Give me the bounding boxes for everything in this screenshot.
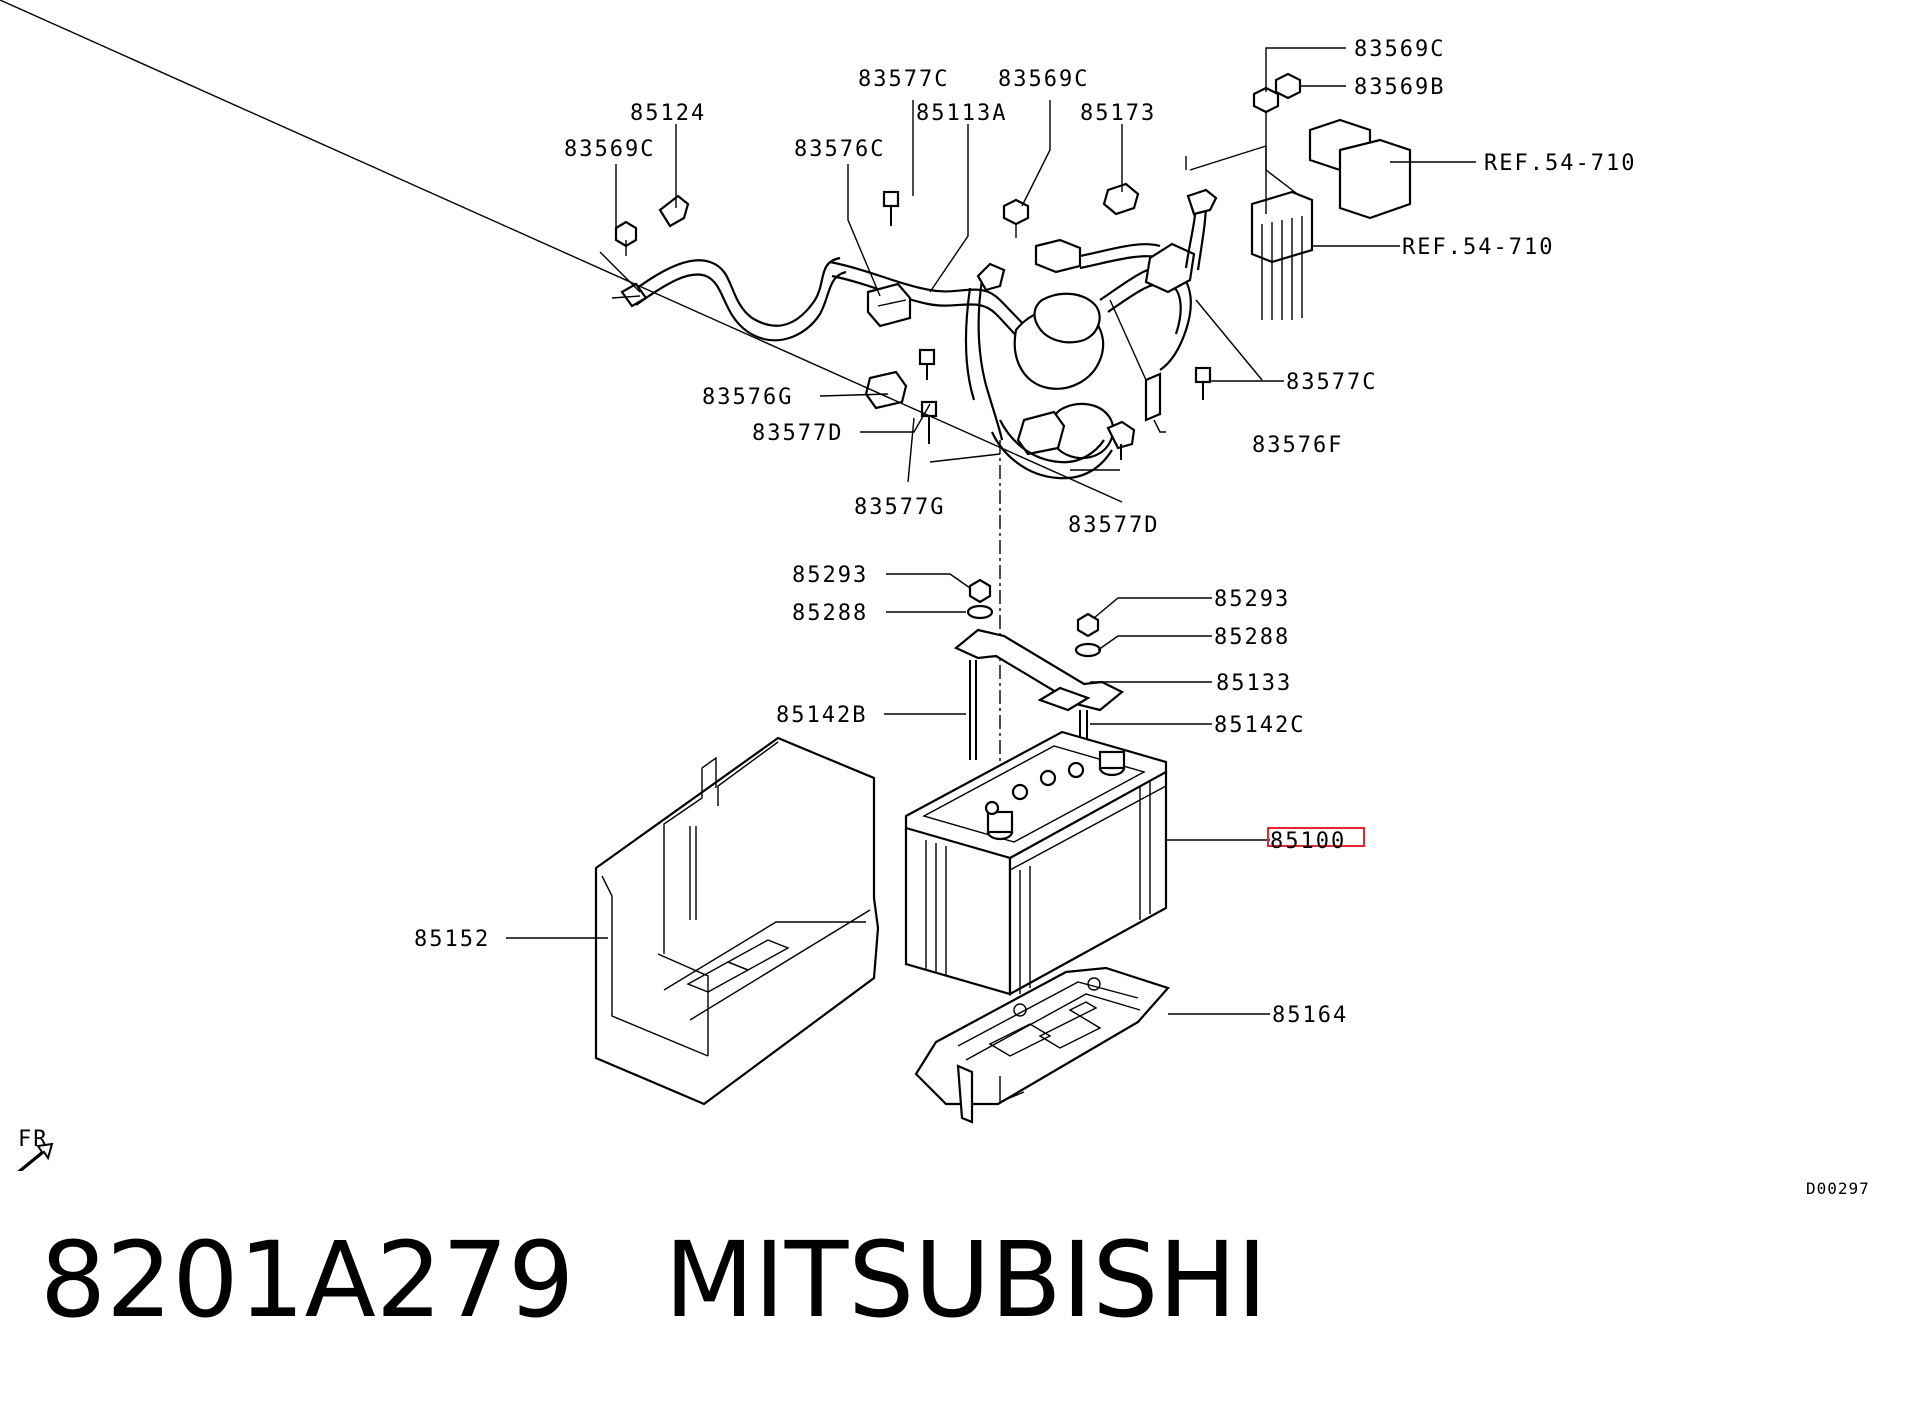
label-85142B: 85142B (776, 703, 867, 728)
label-85124: 85124 (630, 101, 706, 126)
label-85133: 85133 (1216, 671, 1292, 696)
label-85100: 85100 (1270, 829, 1346, 854)
highlight-box-85100 (1267, 827, 1365, 847)
battery-support-plate (914, 966, 1170, 1124)
label-85293-right: 85293 (1214, 587, 1290, 612)
part-number: 8201A279 (40, 1219, 575, 1341)
battery-cable-harness (599, 72, 1412, 480)
label-83569C-left: 83569C (564, 137, 655, 162)
front-direction-arrow: FR (17, 1127, 54, 1171)
label-85152: 85152 (414, 927, 490, 952)
label-83577C-top: 83577C (858, 67, 949, 92)
label-83576C: 83576C (794, 137, 885, 162)
part-labels: 83569C 83569B 83577C 83569C 85124 85113A… (414, 37, 1870, 1198)
hold-down-bar (953, 628, 1125, 712)
leader-lines (0, 0, 1476, 1015)
diagram-code: D00297 (1806, 1179, 1870, 1198)
label-85288-left: 85288 (792, 601, 868, 626)
label-85113A: 85113A (916, 101, 1007, 126)
label-83577D-left: 83577D (752, 421, 843, 446)
nut-85293-right (1076, 612, 1100, 638)
washer-85288-right (1074, 642, 1102, 658)
label-ref-54-710-lower: REF.54-710 (1402, 235, 1554, 260)
nut-85293-left (968, 578, 992, 604)
label-85173: 85173 (1080, 101, 1156, 126)
brand-name: MITSUBISHI (664, 1219, 1268, 1341)
label-83577G: 83577G (854, 495, 945, 520)
label-85142C: 85142C (1214, 713, 1305, 738)
label-83576G: 83576G (702, 385, 793, 410)
label-85293-left: 85293 (792, 563, 868, 588)
label-83569C-top-right: 83569C (1354, 37, 1445, 62)
battery-tray (594, 736, 880, 1106)
fr-label: FR (18, 1127, 49, 1152)
label-83577C-right: 83577C (1286, 370, 1377, 395)
label-85288-right: 85288 (1214, 625, 1290, 650)
washer-85288-left (966, 604, 994, 620)
label-83569B: 83569B (1354, 75, 1445, 100)
label-83577D-bottom: 83577D (1068, 513, 1159, 538)
battery (904, 730, 1168, 996)
label-83569C-top: 83569C (998, 67, 1089, 92)
label-85164: 85164 (1272, 1003, 1348, 1028)
label-83576F: 83576F (1252, 433, 1343, 458)
label-ref-54-710-upper: REF.54-710 (1484, 151, 1636, 176)
